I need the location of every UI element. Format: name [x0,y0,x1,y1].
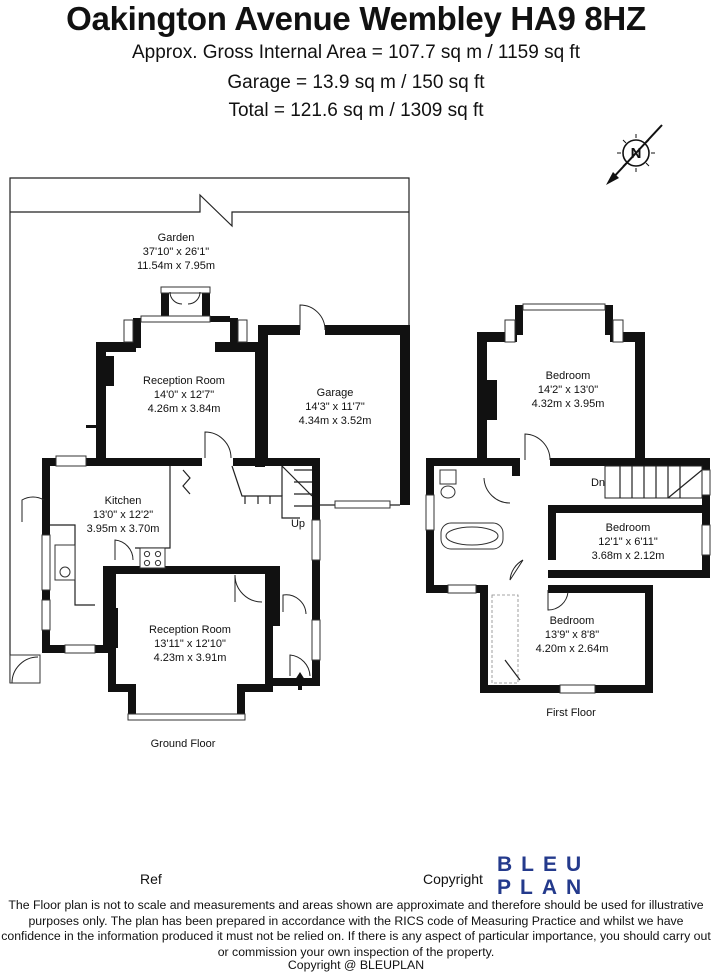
ground-floor-details [21,286,400,690]
svg-text:Garden: Garden [158,232,195,244]
label-bedroom-rear: Bedroom 14'2" x 13'0" 4.32m x 3.95m [532,370,605,410]
svg-text:13'11" x 12'10": 13'11" x 12'10" [154,638,226,650]
floor-plan-drawing: N [9,124,711,750]
svg-text:4.20m x 2.64m: 4.20m x 2.64m [536,643,609,655]
svg-text:Bedroom: Bedroom [606,522,651,534]
total-area-text: Total = 121.6 sq m / 1309 sq ft [228,100,484,121]
svg-text:Reception Room: Reception Room [149,624,231,636]
logo-line-2: PLAN [497,876,591,899]
first-floor-walls [426,303,710,693]
copyright-line: Copyright @ BLEUPLAN [287,958,425,972]
svg-text:37'10" x 26'1": 37'10" x 26'1" [143,246,210,258]
svg-text:3.95m x 3.70m: 3.95m x 3.70m [87,523,160,535]
ground-floor-label: Ground Floor [151,738,216,750]
label-bedroom-front: Bedroom 13'9" x 8'8" 4.20m x 2.64m [536,615,609,655]
svg-text:Bedroom: Bedroom [550,615,595,627]
svg-text:14'3" x 11'7": 14'3" x 11'7" [305,401,365,413]
compass-icon: N [606,124,663,185]
svg-text:4.32m x 3.95m: 4.32m x 3.95m [532,398,605,410]
ground-floor-walls [42,290,410,721]
first-floor-label: First Floor [546,707,596,719]
svg-text:4.23m x 3.91m: 4.23m x 3.91m [154,652,227,664]
logo-line-1: BLEU [497,853,591,876]
label-reception-rear: Reception Room 14'0" x 12'7" 4.26m x 3.8… [143,375,225,415]
svg-text:3.68m x 2.12m: 3.68m x 2.12m [592,550,665,562]
svg-text:14'0" x 12'7": 14'0" x 12'7" [154,389,214,401]
garden-outline [9,177,410,684]
svg-text:4.34m x 3.52m: 4.34m x 3.52m [299,415,372,427]
disclaimer-text: The Floor plan is not to scale and measu… [1,898,711,959]
svg-text:14'2" x 13'0": 14'2" x 13'0" [538,384,598,396]
ref-label: Ref [140,871,162,887]
svg-text:Bedroom: Bedroom [546,370,591,382]
garage-area-text: Garage = 13.9 sq m / 150 sq ft [227,72,485,93]
svg-text:11.54m x 7.95m: 11.54m x 7.95m [137,260,215,272]
svg-text:12'1" x 6'11": 12'1" x 6'11" [598,536,658,548]
stairs-down-label: Dn [591,477,605,489]
first-floor-details [425,319,711,694]
svg-text:Kitchen: Kitchen [105,495,142,507]
svg-text:Garage: Garage [317,387,354,399]
label-kitchen: Kitchen 13'0" x 12'2" 3.95m x 3.70m [87,495,160,535]
label-garden: Garden 37'10" x 26'1" 11.54m x 7.95m [137,232,215,272]
gross-area-text: Approx. Gross Internal Area = 107.7 sq m… [132,42,580,63]
bleuplan-logo: BLEU PLAN [497,853,589,899]
property-title: Oakington Avenue Wembley HA9 8HZ [66,0,646,37]
label-bedroom-mid: Bedroom 12'1" x 6'11" 3.68m x 2.12m [592,522,665,562]
svg-text:13'0" x 12'2": 13'0" x 12'2" [93,509,153,521]
compass-label: N [631,145,642,162]
label-reception-front: Reception Room 13'11" x 12'10" 4.23m x 3… [149,624,231,664]
svg-text:Reception Room: Reception Room [143,375,225,387]
stairs-up-label: Up [291,518,305,530]
copyright-label: Copyright [423,871,483,887]
svg-text:4.26m x 3.84m: 4.26m x 3.84m [148,403,221,415]
svg-text:13'9" x 8'8": 13'9" x 8'8" [545,629,599,641]
label-garage: Garage 14'3" x 11'7" 4.34m x 3.52m [299,387,372,427]
